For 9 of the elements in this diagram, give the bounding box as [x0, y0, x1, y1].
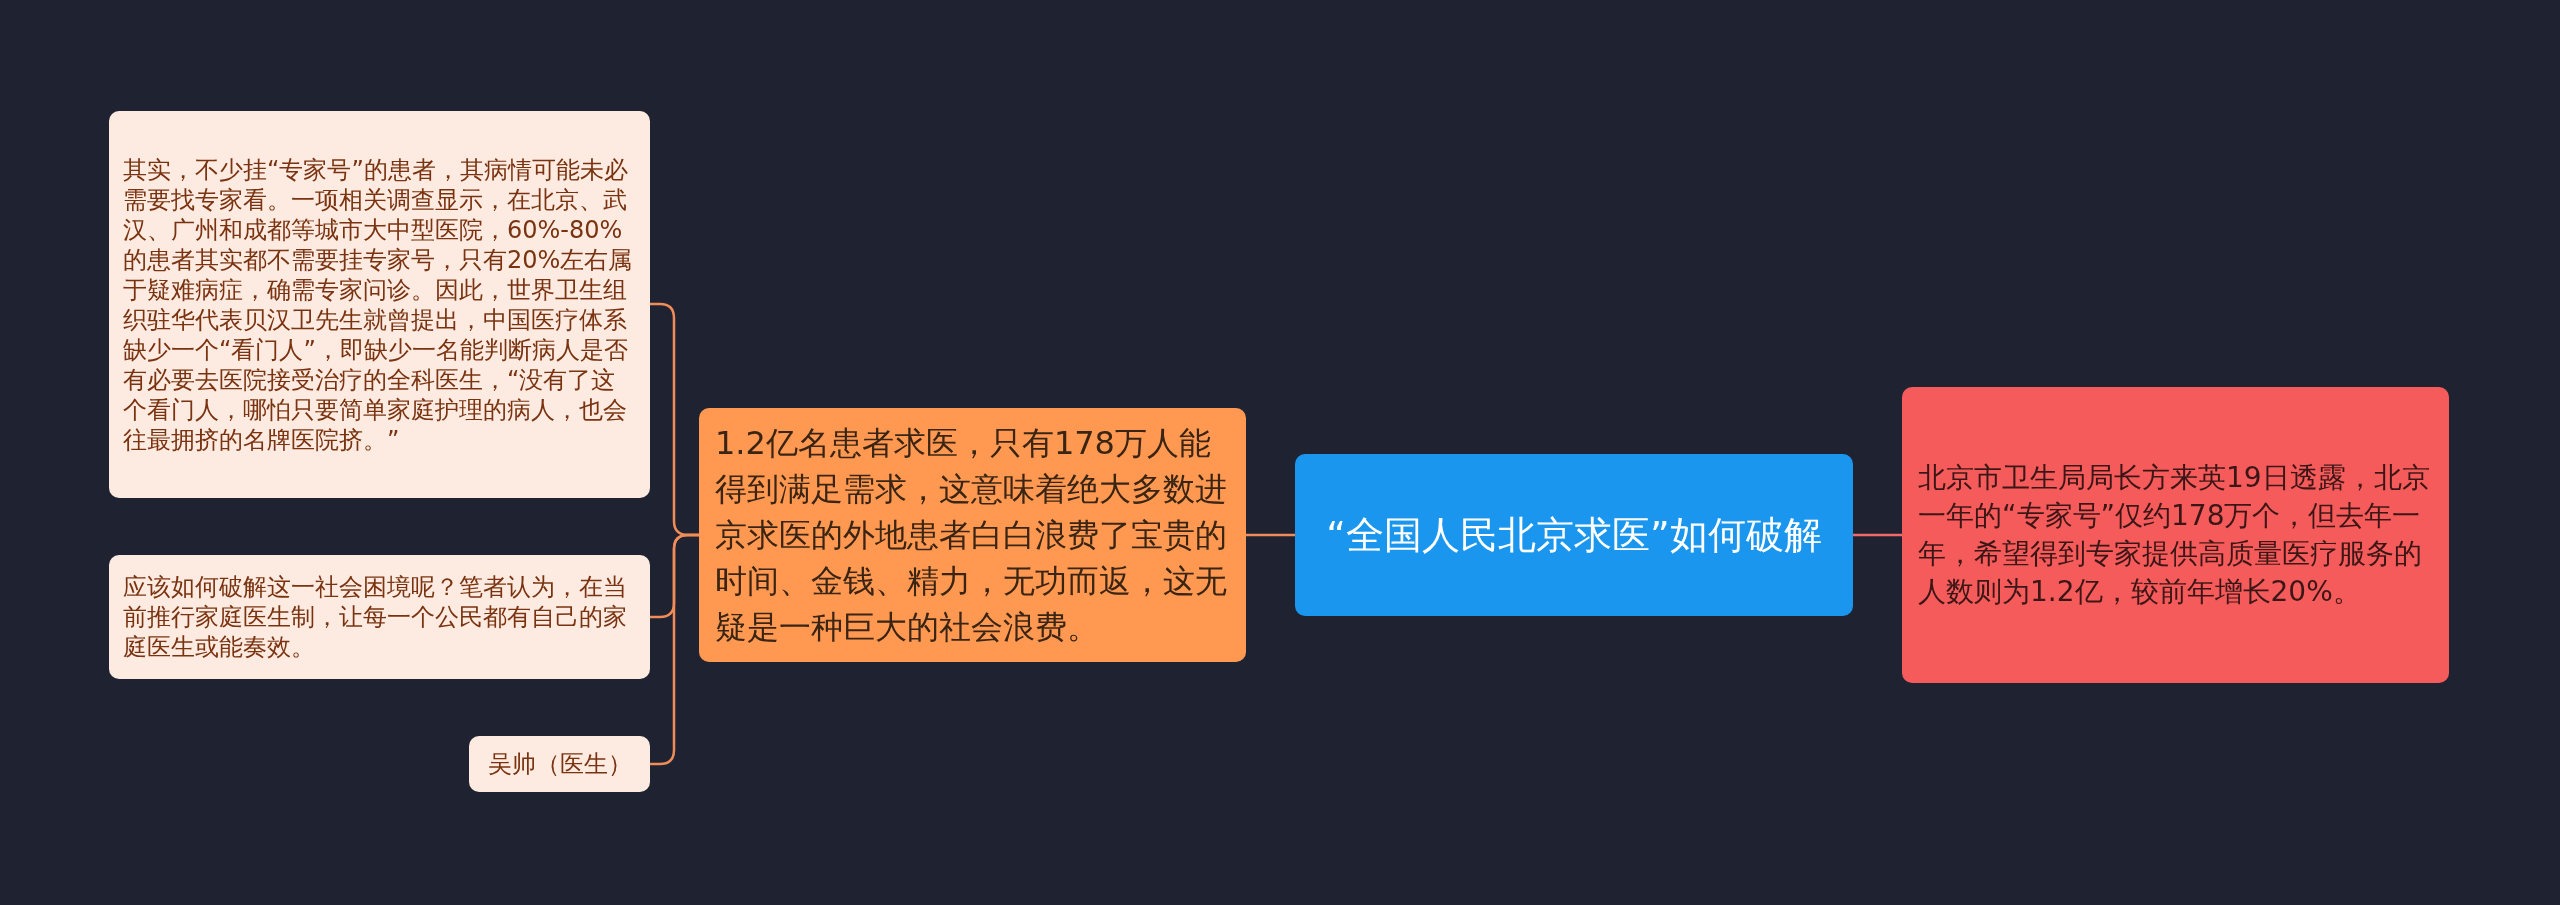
note-box: 北京市卫生局局长方来英19日透露，北京一年的“专家号”仅约178万个，但去年一年，希望得到专家提供高质量医疗服务的人数则为1.2亿，较前年增长20%。 [1902, 387, 2449, 683]
topic-box: “全国人民北京求医”如何破解 [1295, 454, 1853, 616]
connector [1246, 533, 1295, 537]
connector [650, 533, 699, 766]
connector [1853, 533, 1902, 537]
note-box: 其实，不少挂“专家号”的患者，其病情可能未必需要找专家看。一项相关调查显示，在北京、武汉、广州和成都等城市大中型医院，60%-80%的患者其实都不需要挂专家号，只有20%左右属于疑难病症，确需专家问诊。因此，世界卫生组织驻华代表贝汉卫先生就曾提出，中国医疗体系缺少一个“看门人”，即缺少一名能判断病人是否有必要去医院接受治疗的全科医生，“没有了这个看门人，哪怕只要简单家庭护理的病人，也会往最拥挤的名牌医院挤。” [109, 111, 650, 498]
note-box: 1.2亿名患者求医，只有178万人能得到满足需求，这意味着绝大多数进京求医的外地患者白白浪费了宝贵的时间、金钱、精力，无功而返，这无疑是一种巨大的社会浪费。 [699, 408, 1246, 662]
note-box: 应该如何破解这一社会困境呢？笔者认为，在当前推行家庭医生制，让每一个公民都有自己的家庭医生或能奏效。 [109, 555, 650, 679]
author-box: 吴帅（医生） [469, 736, 650, 792]
